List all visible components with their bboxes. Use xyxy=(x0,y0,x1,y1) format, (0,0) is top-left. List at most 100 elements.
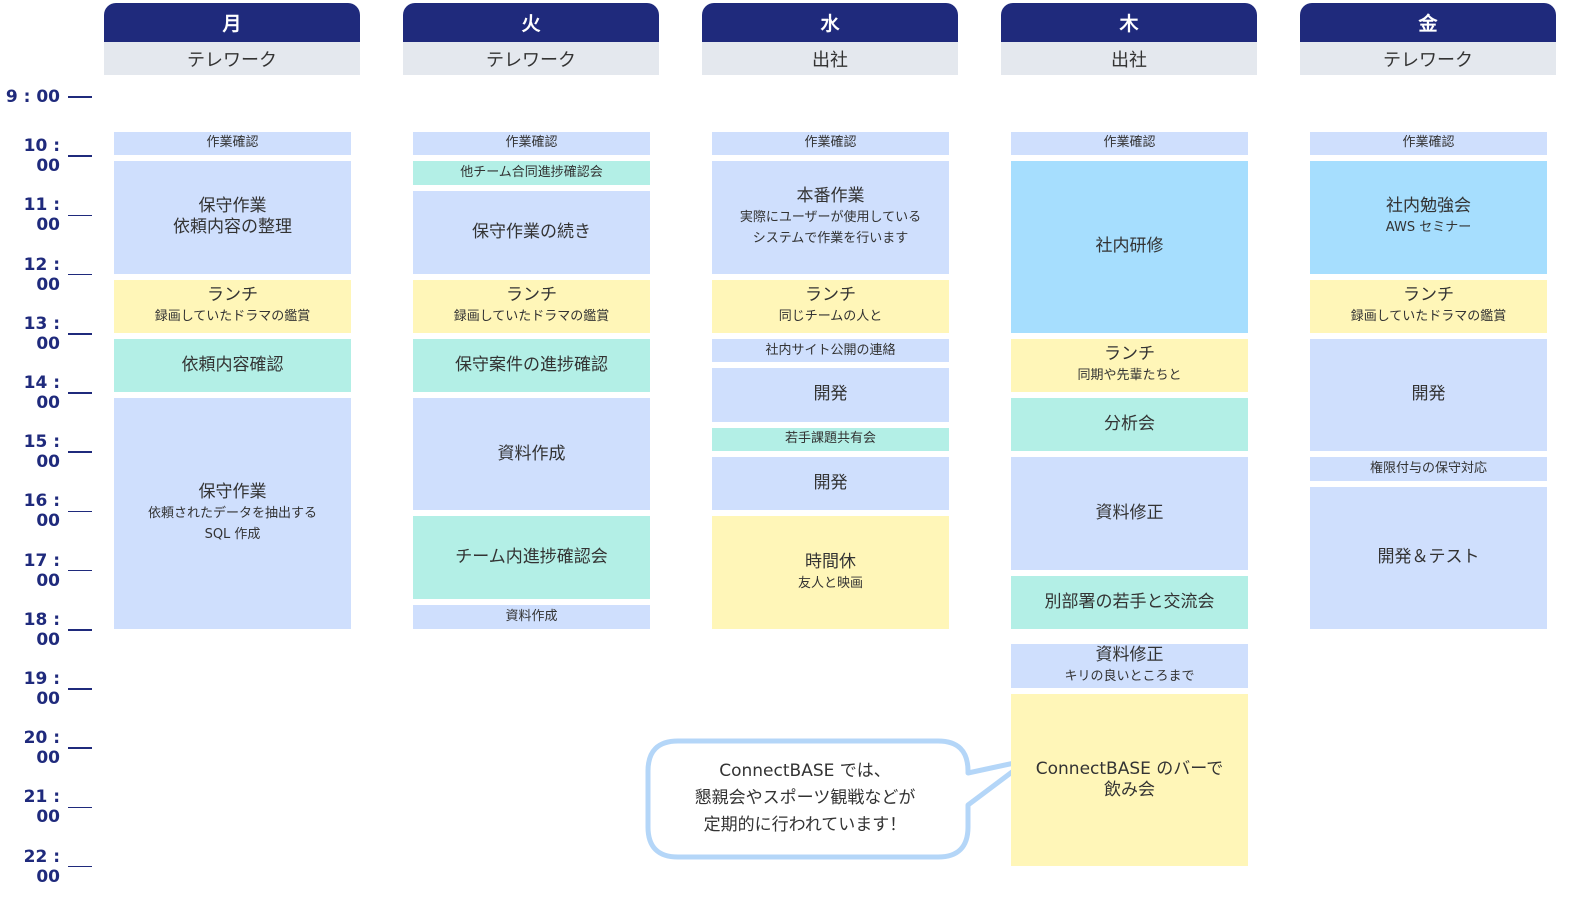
schedule-event[interactable]: 資料修正 xyxy=(1011,457,1248,570)
schedule-event[interactable]: 保守案件の進捗確認 xyxy=(413,338,650,392)
day-column: 火テレワーク xyxy=(403,3,659,75)
schedule-event[interactable]: 作業確認 xyxy=(114,131,351,156)
event-detail: 同期や先輩たちと xyxy=(1077,368,1182,384)
event-detail: 録画していたドラマの鑑賞 xyxy=(1350,309,1507,325)
schedule-event[interactable]: 作業確認 xyxy=(413,131,650,156)
event-title: ランチ xyxy=(805,285,856,306)
schedule-event[interactable]: 若手課題共有会 xyxy=(712,427,949,452)
time-text: 11 : 00 xyxy=(23,195,60,236)
event-title: 資料作成 xyxy=(497,443,566,464)
schedule-event[interactable]: 保守作業の続き xyxy=(413,190,650,274)
event-title: 開発 xyxy=(1411,384,1446,405)
event-title: 資料作成 xyxy=(505,608,558,624)
event-detail: 同じチームの人と xyxy=(778,309,883,325)
time-label: 15 : 00 xyxy=(0,432,92,472)
time-text: 15 : 00 xyxy=(23,432,60,473)
schedule-event[interactable]: 開発 xyxy=(1310,338,1547,452)
event-title: 依頼内容確認 xyxy=(181,354,284,375)
event-title: 依頼内容の整理 xyxy=(173,217,292,238)
schedule-event[interactable]: 保守作業依頼内容の整理 xyxy=(114,161,351,274)
event-title: 作業確認 xyxy=(206,135,259,151)
time-text: 10 : 00 xyxy=(23,136,60,177)
schedule-event[interactable]: ランチ録画していたドラマの鑑賞 xyxy=(1310,279,1547,333)
schedule-event[interactable]: 作業確認 xyxy=(1011,131,1248,156)
time-text: 18 : 00 xyxy=(23,609,60,650)
event-title: 保守案件の進捗確認 xyxy=(455,354,608,375)
event-detail: 録画していたドラマの鑑賞 xyxy=(154,309,311,325)
schedule-event[interactable]: チーム内進捗確認会 xyxy=(413,516,650,600)
event-title: 社内勉強会 xyxy=(1386,196,1471,217)
time-tick xyxy=(68,688,92,690)
event-title: 別部署の若手と交流会 xyxy=(1044,591,1215,612)
schedule-event[interactable]: 別部署の若手と交流会 xyxy=(1011,575,1248,629)
event-title: 開発＆テスト xyxy=(1377,547,1480,568)
time-text: 13 : 00 xyxy=(23,313,60,354)
time-tick xyxy=(68,510,92,513)
schedule-event[interactable]: 作業確認 xyxy=(1310,131,1547,156)
time-label: 22 : 00 xyxy=(0,847,92,887)
schedule-event[interactable]: ランチ録画していたドラマの鑑賞 xyxy=(413,279,650,333)
time-tick xyxy=(68,451,92,453)
work-mode: テレワーク xyxy=(403,42,659,75)
event-title: ランチ xyxy=(207,285,258,306)
time-label: 19 : 00 xyxy=(0,669,92,709)
time-label: 20 : 00 xyxy=(0,728,92,768)
schedule-event[interactable]: 時間休友人と映画 xyxy=(712,516,949,629)
event-title: 作業確認 xyxy=(1103,135,1156,151)
schedule-event[interactable]: 作業確認 xyxy=(712,131,949,156)
time-tick xyxy=(68,629,92,631)
time-label: 9 : 00 xyxy=(0,87,92,107)
schedule-event[interactable]: 分析会 xyxy=(1011,398,1248,452)
event-detail: SQL 作成 xyxy=(204,526,261,542)
schedule-event[interactable]: 権限付与の保守対応 xyxy=(1310,457,1547,481)
event-title: 飲み会 xyxy=(1104,779,1155,800)
schedule-event[interactable]: ランチ録画していたドラマの鑑賞 xyxy=(114,279,351,333)
time-text: 14 : 00 xyxy=(23,373,60,413)
time-text: 20 : 00 xyxy=(23,728,60,769)
time-text: 17 : 00 xyxy=(23,550,60,591)
schedule-event[interactable]: 資料修正キリの良いところまで xyxy=(1011,643,1248,688)
event-title: 他チーム合同進捗確認会 xyxy=(460,164,603,180)
time-tick xyxy=(68,96,92,98)
schedule-event[interactable]: 開発＆テスト xyxy=(1310,486,1547,629)
schedule-event[interactable]: 開発 xyxy=(712,368,949,422)
schedule-event[interactable]: 他チーム合同進捗確認会 xyxy=(413,161,650,185)
event-title: 開発 xyxy=(813,384,848,405)
schedule-event[interactable]: ランチ同期や先輩たちと xyxy=(1011,338,1248,392)
time-label: 10 : 00 xyxy=(0,136,92,176)
event-title: 開発 xyxy=(813,473,848,494)
schedule-event[interactable]: 資料作成 xyxy=(413,605,650,629)
event-title: 作業確認 xyxy=(505,135,558,151)
event-title: 資料修正 xyxy=(1095,644,1164,665)
work-mode: 出社 xyxy=(1001,42,1257,75)
time-text: 9 : 00 xyxy=(5,87,60,107)
time-label: 16 : 00 xyxy=(0,491,92,531)
schedule-event[interactable]: 本番作業実際にユーザーが使用しているシステムで作業を行います xyxy=(712,161,949,274)
time-tick xyxy=(68,569,92,572)
time-tick xyxy=(68,865,92,868)
event-title: ランチ xyxy=(1104,344,1155,365)
day-header: 火 xyxy=(403,3,659,42)
event-title: 社内研修 xyxy=(1095,236,1164,257)
event-title: 若手課題共有会 xyxy=(784,431,876,447)
event-title: 保守作業 xyxy=(198,196,267,217)
time-tick xyxy=(68,392,92,394)
schedule-event[interactable]: ConnectBASE のバーで飲み会 xyxy=(1011,694,1248,866)
time-label: 11 : 00 xyxy=(0,195,92,235)
schedule-event[interactable]: 依頼内容確認 xyxy=(114,338,351,392)
schedule-event[interactable]: 開発 xyxy=(712,457,949,511)
bubble-line: 懇親会やスポーツ観戦などが xyxy=(694,788,916,808)
schedule-event[interactable]: 社内研修 xyxy=(1011,161,1248,333)
schedule-event[interactable]: 資料作成 xyxy=(413,398,650,511)
schedule-event[interactable]: ランチ同じチームの人と xyxy=(712,279,949,333)
event-title: 本番作業 xyxy=(796,185,865,206)
event-detail: 録画していたドラマの鑑賞 xyxy=(453,309,610,325)
event-title: ランチ xyxy=(506,285,557,306)
time-label: 13 : 00 xyxy=(0,314,92,354)
event-title: 保守作業 xyxy=(198,481,267,502)
bubble-line: 定期的に行われています！ xyxy=(703,815,907,835)
event-detail: 友人と映画 xyxy=(797,575,863,591)
schedule-event[interactable]: 社内サイト公開の連絡 xyxy=(712,338,949,363)
